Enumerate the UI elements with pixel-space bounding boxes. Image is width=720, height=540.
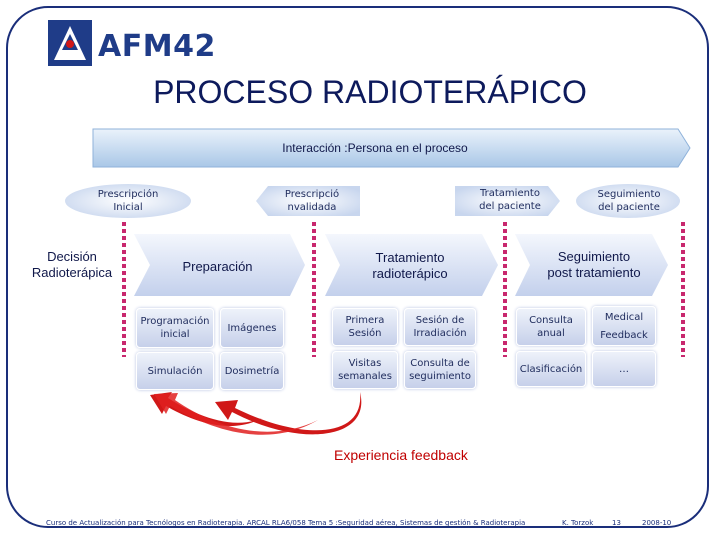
cell-consulta-seguimiento: Consulta de seguimiento bbox=[404, 351, 476, 389]
feedback-label: Experiencia feedback bbox=[334, 447, 468, 463]
footer-course: Curso de Actualización para Tecnólogos e… bbox=[46, 519, 526, 527]
cell-sesion-irradiacion: Sesión de Irradiación bbox=[404, 308, 476, 346]
footer-author: K. Torzok bbox=[562, 519, 594, 527]
oval-follow-up bbox=[576, 184, 680, 218]
stage-treatment-patient: Tratamiento del paciente bbox=[479, 188, 541, 212]
phase-separators bbox=[122, 222, 685, 357]
phase-post-treatment-label: Seguimiento post tratamiento bbox=[547, 249, 641, 280]
footer-date: 2008-10 bbox=[642, 519, 672, 527]
phase-preparation-label: Preparación bbox=[182, 259, 253, 274]
cell-primera-sesion: Primera Sesión bbox=[332, 308, 398, 346]
phase-treatment-arrow bbox=[325, 234, 498, 296]
cell-medical-feedback: Medical Feedback bbox=[592, 306, 656, 346]
phase-treatment-label: Tratamiento radioterápico bbox=[372, 250, 448, 281]
interaction-banner-label: Interacción :Persona en el proceso bbox=[282, 141, 468, 155]
cell-dosimetria: Dosimetría bbox=[220, 352, 284, 390]
afm42-logo-icon bbox=[48, 20, 92, 66]
phase-preparation-arrow bbox=[134, 234, 305, 296]
feedback-arrow-left bbox=[154, 393, 318, 435]
logo-text: AFM42 bbox=[98, 29, 216, 64]
slide-frame bbox=[6, 6, 709, 528]
cell-simulacion: Simulación bbox=[136, 352, 214, 390]
cell-clasificacion: Clasificación bbox=[516, 351, 586, 387]
cell-visitas-semanales: Visitas semanales bbox=[332, 351, 398, 389]
cell-programacion-inicial: Programación inicial bbox=[136, 308, 214, 348]
phase-post-treatment-arrow bbox=[515, 234, 668, 296]
cell-ellipsis: … bbox=[592, 351, 656, 387]
feedback-arrow-large bbox=[215, 392, 362, 435]
stage-prescription-validated: Prescripció nvalidada bbox=[284, 189, 340, 213]
stage-prescription-initial: Prescripción Inicial bbox=[97, 189, 159, 213]
stage-pointer-left bbox=[256, 186, 360, 216]
footer-page: 13 bbox=[612, 519, 621, 527]
stage-follow-up-patient: Seguimiento del paciente bbox=[597, 189, 661, 213]
stage-pointer-right bbox=[455, 186, 560, 216]
page-title: PROCESO RADIOTERÁPICO bbox=[153, 74, 587, 110]
oval-prescription-initial bbox=[65, 184, 191, 218]
interaction-banner-arrow bbox=[92, 128, 691, 168]
decision-label: Decisión Radioterápica bbox=[31, 249, 113, 280]
cell-imagenes: Imágenes bbox=[220, 308, 284, 348]
cell-consulta-anual: Consulta anual bbox=[516, 308, 586, 346]
